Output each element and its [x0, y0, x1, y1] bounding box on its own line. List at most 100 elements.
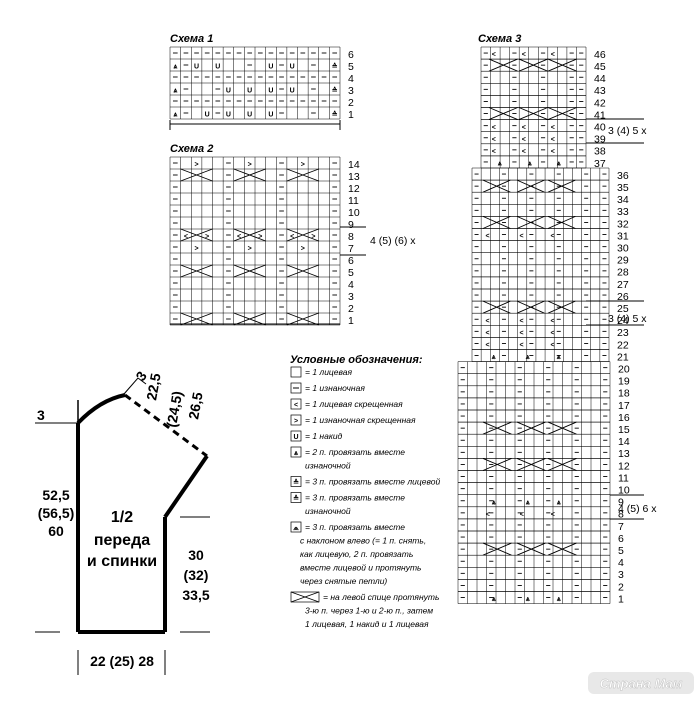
p2tog-mark: > [301, 246, 305, 253]
cable-cross-mark [516, 542, 546, 556]
scheme-2-row-number: 3 [348, 291, 354, 303]
scheme-3-row-number: 2 [618, 581, 624, 593]
scheme-2-row-number: 11 [348, 195, 359, 207]
k2tog-mark: < [520, 318, 524, 325]
p2tog-mark: > [311, 234, 315, 241]
scheme-3-row-number: 38 [594, 146, 606, 158]
shoulder-2: (24,5) [163, 390, 185, 429]
legend-text: = 1 изнаночная [305, 383, 365, 393]
legend-text: вместе лицевой и протянуть [300, 563, 422, 573]
p2tog-mark: > [248, 246, 252, 253]
cable-cross-mark [180, 312, 213, 326]
scheme-2-row-number: 12 [348, 183, 360, 195]
yo-mark: U [268, 64, 273, 71]
length-3: 60 [48, 523, 64, 539]
yo-mark: U [215, 64, 220, 71]
legend-symbol: ≙ [293, 495, 299, 503]
cable-cross-mark [233, 168, 266, 182]
cable-cross-mark [518, 58, 548, 72]
scheme-3-row-number: 11 [618, 472, 629, 484]
k2tog-mark: < [520, 342, 524, 349]
k2tog-mark: < [551, 52, 555, 59]
k2tog-mark: < [237, 234, 241, 241]
scheme-3-row-number: 27 [617, 279, 629, 291]
scheme-3-row-number: 12 [618, 460, 630, 472]
legend-swatch [290, 476, 302, 487]
cable-cross-mark [516, 421, 546, 435]
scheme-2-row-number: 1 [348, 315, 354, 327]
scheme-3-row-number: 1 [618, 593, 624, 605]
cable-cross-mark [180, 228, 213, 242]
cdd-mark: ⩓ [172, 88, 178, 95]
legend-text: = 1 лицевая скрещенная [305, 399, 403, 409]
scheme-3-row-number: 26 [617, 291, 629, 303]
cable-cross-mark [482, 215, 511, 229]
legend: Условные обозначения: = 1 лицевая= 1 изн… [290, 354, 440, 629]
piece-label-1: 1/2 [111, 509, 133, 526]
cable-cross-mark [516, 215, 545, 229]
cable-cross-mark [547, 421, 577, 435]
k2tog-mark: < [520, 233, 524, 240]
scheme-3-row-number: 24 [617, 315, 629, 327]
cable-cross-mark [286, 264, 319, 278]
scheme-3-repeat-low: 4 (5) 6 х [618, 503, 657, 515]
cdd-mark: ⩓ [556, 161, 562, 168]
cable-cross-mark [286, 312, 319, 326]
scheme-3-row-number: 40 [594, 121, 606, 133]
scheme-3-row-number: 28 [617, 267, 629, 279]
yo-mark: U [290, 88, 295, 95]
scheme-3-row-number: 13 [618, 448, 630, 460]
k2tog-mark: < [520, 330, 524, 337]
scheme-2-row-number: 10 [348, 207, 360, 219]
k2tog-mark: < [492, 136, 496, 143]
yo-mark: U [247, 112, 252, 119]
scheme-3-row-number: 25 [617, 303, 629, 315]
k2tog-mark: < [290, 234, 294, 241]
scheme-3-row-number: 22 [617, 339, 629, 351]
legend-item: >= 1 изнаночная скрещенная [290, 414, 416, 426]
cdd-mark: ⩓ [527, 161, 533, 168]
scheme-3-row-number: 30 [617, 242, 629, 254]
scheme-2-row-number: 7 [348, 243, 354, 255]
cdd-mark: ⩓ [172, 112, 178, 119]
scheme-1-row-number: 3 [348, 85, 354, 97]
scheme-3-row-number: 34 [617, 194, 629, 206]
width: 22 (25) 28 [90, 653, 154, 669]
legend-text: = 2 п. провязать вместе [305, 447, 405, 457]
legend-text: 1 лицевая, 1 накид и 1 лицевая [305, 619, 429, 629]
p2tog-mark: > [205, 234, 209, 241]
k2tog-mark: < [522, 124, 526, 131]
legend-symbol: < [294, 402, 298, 409]
k2tog-mark: < [486, 342, 490, 349]
legend-text: = 1 изнаночная скрещенная [305, 415, 416, 425]
yo-mark: U [205, 112, 210, 119]
scheme-1-row-number: 6 [348, 49, 354, 61]
scheme-1-title: Схема 1 [170, 33, 213, 45]
k2tog-mark: < [551, 148, 555, 155]
legend-symbol: U [293, 434, 298, 441]
piece-label-2: переда [94, 532, 150, 549]
cdd-mark: ⩓ [556, 499, 562, 506]
cable-cross-mark [547, 457, 577, 471]
p2tog-mark: > [195, 162, 199, 169]
cable-cross-mark [547, 107, 577, 121]
scheme-3-row-number: 43 [594, 85, 606, 97]
legend-title: Условные обозначения: [290, 354, 423, 366]
cable-cross-mark [290, 591, 320, 603]
cable-cross-mark [518, 107, 548, 121]
scheme-2-row-number: 6 [348, 255, 354, 267]
cable-cross-mark [547, 179, 576, 193]
watermark: Страна Мам [588, 672, 694, 694]
p2tog-mark: > [301, 162, 305, 169]
cdd-mark: ⩓ [491, 499, 497, 506]
scheme-1-row-number: 5 [348, 61, 354, 73]
cable-cross-mark [286, 228, 319, 242]
scheme-3-row-number: 16 [618, 412, 630, 424]
right-dec-mark: ≙ [332, 111, 338, 119]
k2tog-mark: < [522, 148, 526, 155]
